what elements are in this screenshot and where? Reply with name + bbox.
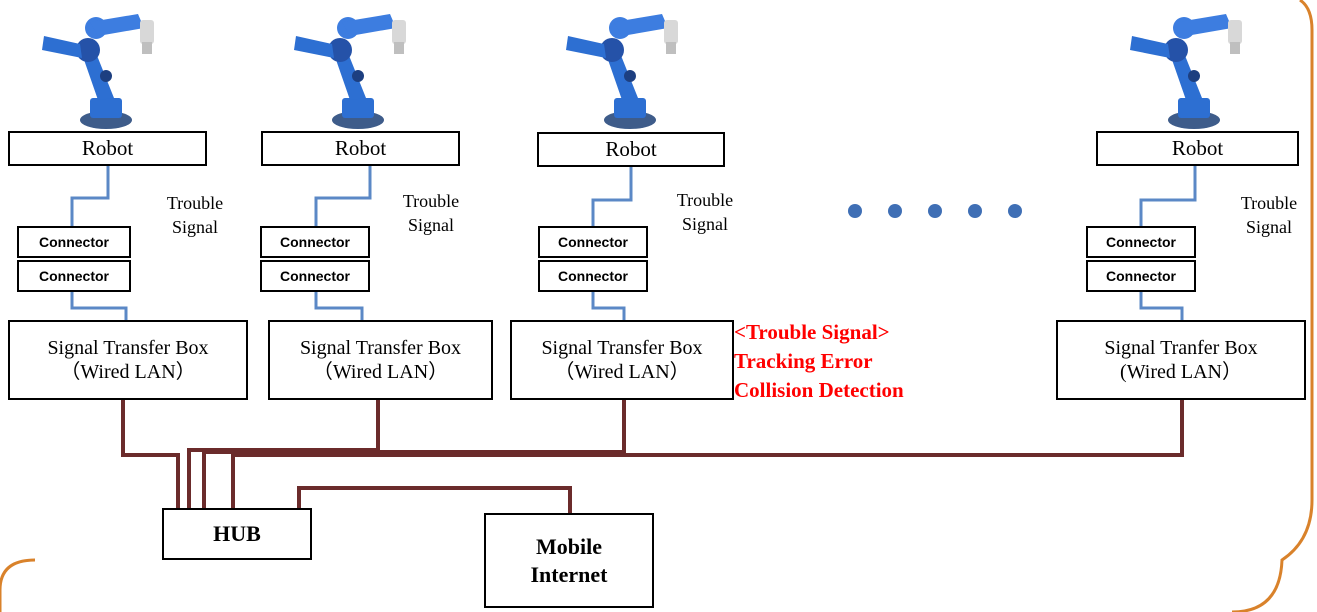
connector-label: Connector [1106,268,1176,284]
mobile-internet-line-2: Internet [530,561,608,587]
robot-link-1 [70,164,110,226]
signal-transfer-box-subtitle: （Wired LAN） [60,361,196,383]
annotation-line-tracking-error: Tracking Error [734,349,873,373]
robot-box-2: Robot [261,131,460,166]
connector-label: Connector [558,268,628,284]
lan-cable-1 [121,398,180,510]
lan-cable-3 [202,398,626,510]
robot-box-3: Robot [537,132,725,167]
annotation-line-collision-detection: Collision Detection [734,378,904,402]
connector-top-3: Connector [538,226,648,258]
trouble-signal-line-2: Signal [681,214,728,234]
signal-transfer-box-1: Signal Transfer Box（Wired LAN） [8,320,248,400]
connector-link-3 [591,291,626,320]
robot-link-2 [314,164,372,226]
signal-transfer-box-subtitle: (Wired LAN） [1120,361,1242,383]
connector-link-1 [70,291,128,320]
trouble-signal-line-1: Trouble [676,190,734,210]
connector-bottom-3: Connector [538,260,648,292]
trouble-signal-line-1: Trouble [166,193,224,213]
signal-transfer-box-2: Signal Transfer Box（Wired LAN） [268,320,493,400]
robot-label: Robot [334,136,387,160]
connector-link-4 [1139,291,1184,320]
signal-transfer-box-title: Signal Tranfer Box [1104,337,1258,359]
connector-bottom-4: Connector [1086,260,1196,292]
robot-box-4: Robot [1096,131,1299,166]
connector-top-4: Connector [1086,226,1196,258]
signal-transfer-box-title: Signal Transfer Box [299,337,462,359]
robot-link-4 [1139,164,1197,226]
ellipsis-dot [928,204,942,218]
ellipsis-dot [848,204,862,218]
robot-label: Robot [81,136,134,160]
lan-cable-4 [231,400,1184,510]
connector-top-2: Connector [260,226,370,258]
signal-transfer-box-3: Signal Transfer Box（Wired LAN） [510,320,734,400]
connector-bottom-2: Connector [260,260,370,292]
connector-label: Connector [39,234,109,250]
signal-transfer-box-subtitle: （Wired LAN） [312,361,449,383]
trouble-signal-annotation: <Trouble Signal> Tracking Error Collisio… [734,318,904,405]
ellipsis-dot [888,204,902,218]
hub-label: HUB [213,521,261,546]
connector-bottom-1: Connector [17,260,131,292]
connector-label: Connector [1106,234,1176,250]
trouble-signal-line-1: Trouble [1240,193,1298,213]
signal-transfer-box-subtitle: （Wired LAN） [554,361,690,383]
mobile-internet-line-1: Mobile [536,533,602,559]
robot-label: Robot [605,137,657,161]
robot-arm-image-3 [566,14,678,129]
connector-label: Connector [280,268,350,284]
connector-label: Connector [558,234,628,250]
signal-transfer-box-title: Signal Transfer Box [47,337,209,359]
connector-label: Connector [39,268,109,284]
robot-arm-image-2 [294,14,406,129]
trouble-signal-line-2: Signal [171,217,218,237]
ellipsis-dot [1008,204,1022,218]
connector-label: Connector [280,234,350,250]
trouble-signal-line-2: Signal [1245,217,1292,237]
connector-top-1: Connector [17,226,131,258]
robot-link-3 [591,166,633,226]
trouble-signal-line-1: Trouble [402,191,460,211]
robot-arm-image-1 [42,14,154,129]
robot-label: Robot [1171,136,1224,160]
hub-box: HUB [162,508,312,560]
connector-link-2 [314,291,364,320]
robot-box-1: Robot [8,131,207,166]
more-robots-ellipsis [848,204,1028,218]
signal-transfer-box-title: Signal Transfer Box [541,337,703,359]
signal-transfer-box-4: Signal Tranfer Box(Wired LAN） [1056,320,1306,400]
mobile-internet-box: Mobile Internet [484,513,654,608]
trouble-signal-line-2: Signal [407,215,454,235]
annotation-heading: <Trouble Signal> [734,320,890,344]
ellipsis-dot [968,204,982,218]
robot-arm-image-4 [1130,14,1242,129]
lan-cable-mobile [297,486,572,513]
